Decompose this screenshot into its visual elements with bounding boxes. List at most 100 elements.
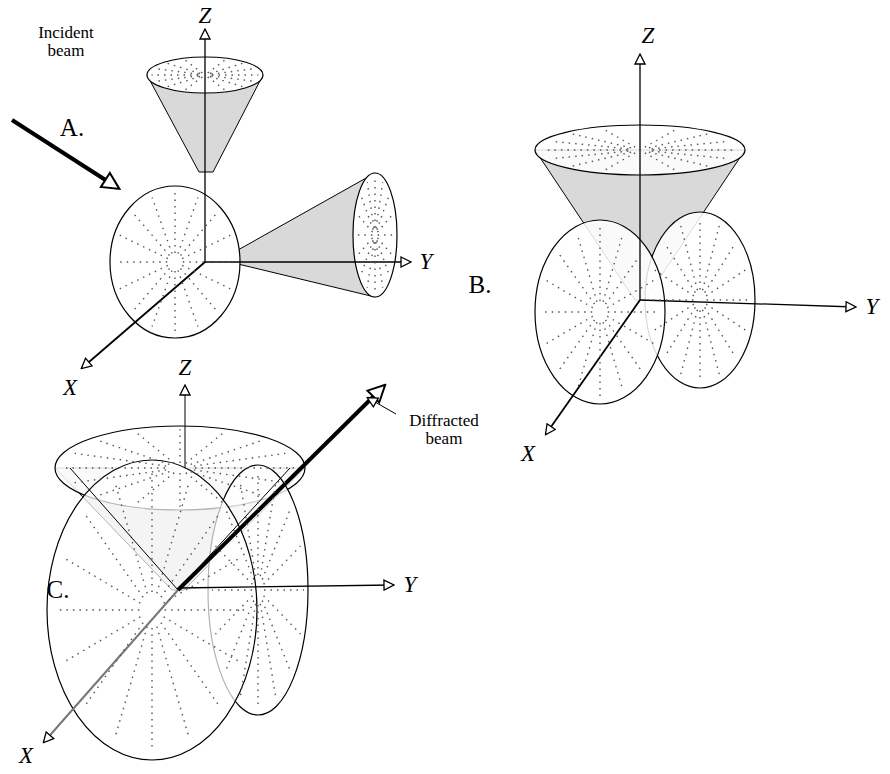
cone-dot-line bbox=[167, 63, 200, 73]
cone-dot-line bbox=[152, 197, 172, 253]
cone-dot-line bbox=[262, 601, 290, 672]
cone-dot-line bbox=[262, 509, 290, 580]
cone-dot-line bbox=[645, 129, 677, 147]
axis-label: X bbox=[19, 744, 33, 768]
cone-dot-line bbox=[260, 484, 275, 576]
cone-dot-line bbox=[212, 74, 258, 75]
cone-dot-line bbox=[120, 265, 168, 288]
cone-dot-line bbox=[545, 316, 593, 344]
cone-dot-line bbox=[599, 227, 600, 301]
cone-dot-line bbox=[183, 261, 235, 262]
cone-dot-line bbox=[208, 77, 226, 90]
cone-dot-line bbox=[577, 322, 597, 390]
panel-letter: A. bbox=[60, 115, 84, 141]
cone-dot-line bbox=[63, 557, 141, 603]
cone-dot-line bbox=[639, 153, 640, 173]
beam-label: Incident beam bbox=[26, 24, 106, 60]
panel-c bbox=[44, 386, 396, 760]
cone-dot-line bbox=[705, 307, 736, 357]
cone-dot-line bbox=[136, 432, 174, 463]
cone-dot-line bbox=[607, 280, 655, 308]
cone-dot-line bbox=[558, 320, 595, 372]
cone-dot-line bbox=[608, 311, 660, 312]
cone-dot-line bbox=[356, 238, 372, 257]
axis-label: Y bbox=[420, 250, 433, 274]
axis-label: Y bbox=[404, 573, 417, 597]
axis-label: X bbox=[63, 376, 77, 400]
panel-b bbox=[535, 55, 855, 434]
cone-dot-line bbox=[181, 213, 218, 256]
cone-dot-line bbox=[151, 472, 152, 592]
axis-label: X bbox=[521, 442, 535, 466]
cone-dot-line bbox=[639, 127, 640, 147]
cone-dot-line bbox=[699, 219, 700, 289]
panel-a bbox=[12, 30, 410, 368]
cone-dot-line bbox=[376, 182, 383, 228]
cone-dot-line bbox=[603, 129, 635, 147]
cone-dot-line bbox=[377, 213, 393, 232]
cone-dot-line bbox=[185, 60, 203, 73]
cone-dot-line bbox=[179, 429, 180, 463]
cone-dot-line bbox=[55, 609, 139, 610]
cone-dot-line bbox=[182, 235, 230, 258]
axis-label: Z bbox=[199, 4, 212, 28]
cone-dot-line bbox=[164, 617, 242, 663]
cone-dot-line bbox=[194, 453, 286, 466]
cone-dot-line bbox=[167, 77, 200, 87]
cone-dot-line bbox=[156, 69, 199, 75]
cone-dot-line bbox=[65, 467, 165, 468]
cone-dot-line bbox=[681, 310, 698, 375]
cone-dot-line bbox=[216, 546, 253, 584]
cone-dot-line bbox=[152, 74, 198, 75]
cone-dot-line bbox=[240, 604, 255, 696]
cone-dot-line bbox=[178, 197, 198, 253]
cone-dot-line bbox=[572, 134, 631, 148]
cone-dot-line bbox=[99, 441, 170, 465]
cone-dot-line bbox=[361, 240, 373, 275]
cone-dot-line bbox=[260, 604, 275, 696]
axis-label: Y bbox=[866, 295, 879, 319]
cone-dot-line bbox=[164, 557, 242, 603]
panel-letter: C. bbox=[47, 577, 70, 603]
cone-dot-line bbox=[63, 617, 141, 663]
cone-dot-line bbox=[257, 475, 258, 575]
cone-dot-line bbox=[664, 307, 695, 357]
cone-dot-line bbox=[181, 268, 218, 311]
cone-dot-line bbox=[115, 627, 147, 738]
cone-dot-line bbox=[174, 271, 175, 332]
cone-dot-line bbox=[374, 242, 375, 292]
cone-dot-line bbox=[367, 182, 374, 228]
cone-dot-line bbox=[195, 467, 295, 468]
cone-dot-line bbox=[653, 269, 694, 296]
cone-dot-line bbox=[361, 195, 373, 230]
cone-dot-line bbox=[551, 151, 629, 159]
cone-dot-line bbox=[151, 628, 152, 748]
cone-dot-line bbox=[681, 225, 698, 290]
cone-dot-line bbox=[607, 316, 655, 344]
cone-dot-line bbox=[367, 242, 374, 288]
cone-dot-line bbox=[120, 235, 168, 258]
cone-dot-line bbox=[706, 269, 747, 296]
cone-dot-line bbox=[645, 153, 677, 171]
axis-label: Z bbox=[642, 24, 655, 48]
cone-dot-line bbox=[133, 213, 170, 256]
cone-dot-line bbox=[706, 304, 747, 331]
cone-dot-line bbox=[115, 261, 167, 262]
cone-dot-line bbox=[133, 268, 170, 311]
cone-dot-line bbox=[545, 280, 593, 308]
beam-label: Diffracted beam bbox=[401, 412, 487, 448]
cone-dot-line bbox=[179, 473, 180, 507]
cone-dot-line bbox=[216, 596, 253, 634]
cone-dot-line bbox=[165, 609, 249, 610]
panel-letter: B. bbox=[469, 272, 492, 298]
cone-dot-line bbox=[156, 76, 199, 82]
cone-dot-line bbox=[225, 509, 253, 580]
cone-dot-line bbox=[603, 322, 623, 390]
cone-dot-line bbox=[551, 141, 629, 149]
cone-dot-line bbox=[204, 58, 205, 72]
cone-dot-line bbox=[664, 243, 695, 293]
cone-dot-line bbox=[606, 320, 643, 372]
cone-dot-line bbox=[161, 512, 220, 597]
